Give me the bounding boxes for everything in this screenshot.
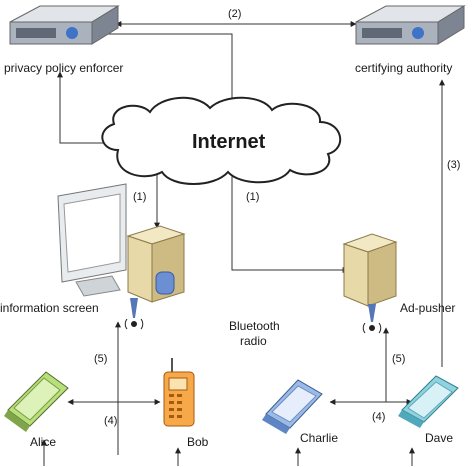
label-edge-3: (3)	[447, 159, 460, 171]
label-edge-1-right: (1)	[246, 191, 259, 203]
label-bob: Bob	[187, 435, 209, 449]
computer-icon-ad-pusher	[342, 233, 398, 307]
label-edge-1-left: (1)	[133, 191, 146, 203]
phone-icon-charlie	[262, 379, 323, 434]
label-certifying-authority: certifying authority	[355, 61, 452, 75]
phone-icon-bob	[163, 358, 195, 427]
server-icon-certifying-authority	[355, 5, 466, 45]
internet-cloud-icon	[101, 96, 342, 185]
label-charlie: Charlie	[300, 431, 338, 445]
label-edge-2: (2)	[228, 8, 241, 20]
label-edge-4-right: (4)	[372, 411, 385, 423]
label-privacy-policy-enforcer: privacy policy enforcer	[4, 61, 123, 75]
computer-icon-information-screen	[57, 183, 186, 303]
label-bluetooth-line2: radio	[240, 334, 267, 348]
phone-icon-dave	[398, 375, 459, 428]
bluetooth-antenna-icon-left	[124, 298, 144, 330]
label-information-screen: information screen	[0, 301, 99, 315]
label-alice: Alice	[30, 435, 56, 449]
label-edge-5-left: (5)	[94, 353, 107, 365]
label-edge-5-right: (5)	[392, 353, 405, 365]
label-internet: Internet	[192, 131, 266, 153]
label-ad-pusher: Ad-pusher	[400, 301, 455, 315]
phone-icon-alice	[4, 371, 69, 432]
label-bluetooth-line1: Bluetooth	[229, 319, 280, 333]
label-edge-4-left: (4)	[104, 415, 117, 427]
bluetooth-antenna-icon-right	[362, 304, 382, 334]
label-dave: Dave	[425, 431, 453, 445]
server-icon-enforcer	[9, 5, 120, 45]
